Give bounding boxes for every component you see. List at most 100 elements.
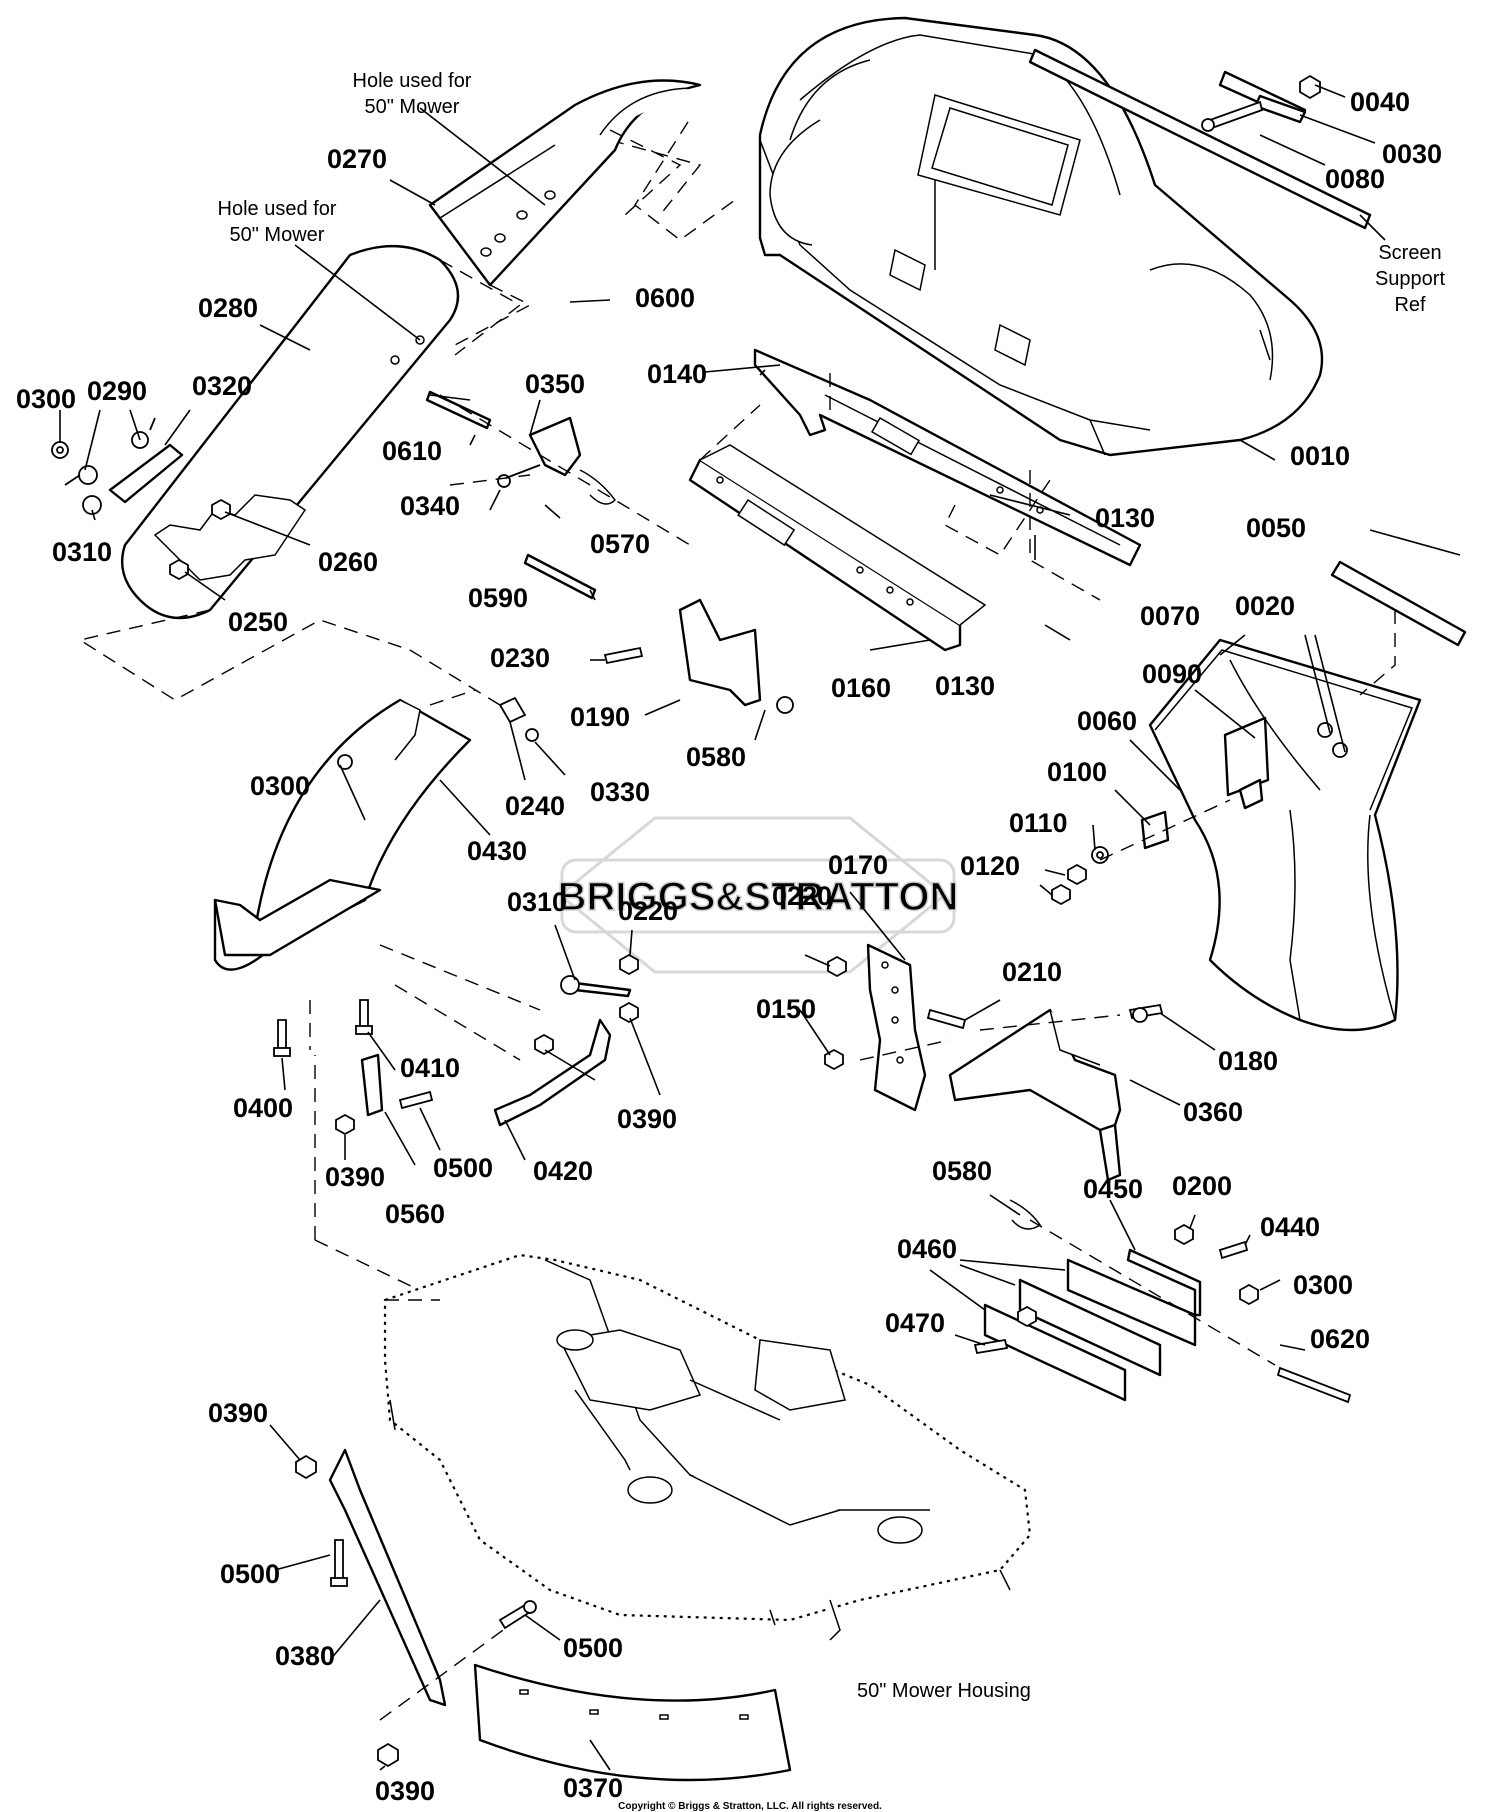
label-0220-right: 0220 — [772, 881, 832, 911]
label-0260: 0260 — [318, 547, 378, 577]
note-hole-280-line1: Hole used for — [218, 198, 337, 220]
label-0350: 0350 — [525, 369, 585, 399]
note-screen-line3: Ref — [1394, 294, 1426, 316]
label-0310-center: 0310 — [507, 887, 567, 917]
notes: Hole used for 50" Mower Hole used for 50… — [218, 70, 1446, 1702]
label-0620: 0620 — [1310, 1324, 1370, 1354]
label-0050: 0050 — [1246, 513, 1306, 543]
part-labels: 0010 0020 0030 0040 0050 0060 0070 0080 … — [16, 87, 1442, 1806]
leader-lines — [59, 84, 1461, 1771]
label-0390-clip: 0390 — [325, 1162, 385, 1192]
label-0210: 0210 — [1002, 957, 1062, 987]
skirt-0370 — [473, 1663, 792, 1782]
bagger-hood — [758, 16, 1324, 457]
label-0400: 0400 — [233, 1093, 293, 1123]
label-0190: 0190 — [570, 702, 630, 732]
label-0460: 0460 — [897, 1234, 957, 1264]
label-0610: 0610 — [382, 436, 442, 466]
label-0250: 0250 — [228, 607, 288, 637]
note-screen-line1: Screen — [1378, 242, 1441, 264]
label-0030: 0030 — [1382, 139, 1442, 169]
mower-housing — [383, 1253, 1032, 1641]
mount-plate-0140 — [753, 348, 1142, 567]
chute-upper-0270 — [428, 79, 702, 287]
label-0300-right: 0300 — [1293, 1270, 1353, 1300]
label-0020: 0020 — [1235, 591, 1295, 621]
label-0320: 0320 — [192, 371, 252, 401]
bracket-0360 — [948, 1003, 1164, 1182]
label-0430: 0430 — [467, 836, 527, 866]
chute-deflector-0430 — [213, 696, 539, 971]
label-0500-lower-left: 0500 — [220, 1559, 280, 1589]
label-0290: 0290 — [87, 376, 147, 406]
label-0230: 0230 — [490, 643, 550, 673]
chute-clip-hardware — [51, 417, 231, 581]
watermark-text: BRIGGS&STRATTON — [558, 875, 959, 919]
label-0080: 0080 — [1325, 164, 1385, 194]
label-0390-lower-left: 0390 — [208, 1398, 268, 1428]
mount-bar-0160 — [688, 444, 987, 652]
label-0280: 0280 — [198, 293, 258, 323]
note-hole-270-line2: 50" Mower — [365, 96, 460, 118]
label-0580-upper: 0580 — [686, 742, 746, 772]
label-0330: 0330 — [590, 777, 650, 807]
label-0500-clip: 0500 — [433, 1153, 493, 1183]
label-0360: 0360 — [1183, 1097, 1243, 1127]
label-0420: 0420 — [533, 1156, 593, 1186]
chute-tube-0280 — [120, 245, 460, 620]
copyright: Copyright © Briggs & Stratton, LLC. All … — [618, 1801, 882, 1812]
note-screen-line2: Support — [1375, 268, 1445, 290]
label-0060: 0060 — [1077, 706, 1137, 736]
label-0010: 0010 — [1290, 441, 1350, 471]
label-0090: 0090 — [1142, 659, 1202, 689]
bracket-0170 — [824, 943, 967, 1112]
label-0600: 0600 — [635, 283, 695, 313]
label-0130-lower: 0130 — [935, 671, 995, 701]
counterweights — [973, 1199, 1259, 1402]
label-0270: 0270 — [327, 144, 387, 174]
rod-0050 — [1330, 560, 1467, 647]
label-0500-housing: 0500 — [563, 1633, 623, 1663]
note-hole-270-line1: Hole used for — [353, 70, 472, 92]
grass-bag — [1148, 638, 1422, 1032]
label-0130-upper: 0130 — [1095, 503, 1155, 533]
label-0300-middle: 0300 — [250, 771, 310, 801]
label-0580-lower: 0580 — [932, 1156, 992, 1186]
label-0140: 0140 — [647, 359, 707, 389]
label-0470: 0470 — [885, 1308, 945, 1338]
label-0300-left: 0300 — [16, 384, 76, 414]
label-0070: 0070 — [1140, 601, 1200, 631]
label-0370: 0370 — [563, 1773, 623, 1803]
label-0590: 0590 — [468, 583, 528, 613]
bag-bracket-hardware — [1051, 810, 1170, 906]
note-mower-housing: 50" Mower Housing — [857, 1680, 1031, 1702]
label-0570: 0570 — [590, 529, 650, 559]
briggs-stratton-watermark: BRIGGS&STRATTON — [557, 816, 959, 974]
label-0110: 0110 — [1009, 808, 1068, 838]
label-0410: 0410 — [400, 1053, 460, 1083]
deflector-bracket-0380 — [295, 1448, 537, 1768]
clip-0560 — [335, 1053, 434, 1136]
label-0390-bottom: 0390 — [375, 1776, 435, 1806]
label-0150: 0150 — [756, 994, 816, 1024]
note-hole-280-line2: 50" Mower — [230, 224, 325, 246]
label-0180: 0180 — [1218, 1046, 1278, 1076]
label-0340: 0340 — [400, 491, 460, 521]
label-0310-left: 0310 — [52, 537, 112, 567]
label-0100: 0100 — [1047, 757, 1107, 787]
label-0220-center: 0220 — [618, 896, 678, 926]
label-0390-lever: 0390 — [617, 1104, 677, 1134]
label-0120: 0120 — [960, 851, 1020, 881]
pins-and-brackets — [425, 390, 1352, 1404]
label-0240: 0240 — [505, 791, 565, 821]
label-0380: 0380 — [275, 1641, 335, 1671]
label-0560: 0560 — [385, 1199, 445, 1229]
label-0450: 0450 — [1083, 1174, 1143, 1204]
chute-mount-bolts — [273, 999, 373, 1057]
label-0440: 0440 — [1260, 1212, 1320, 1242]
label-0170: 0170 — [828, 850, 888, 880]
label-0200: 0200 — [1172, 1171, 1232, 1201]
lift-lever-0420 — [493, 953, 639, 1127]
screen-support-hardware — [1028, 48, 1372, 230]
label-0040: 0040 — [1350, 87, 1410, 117]
